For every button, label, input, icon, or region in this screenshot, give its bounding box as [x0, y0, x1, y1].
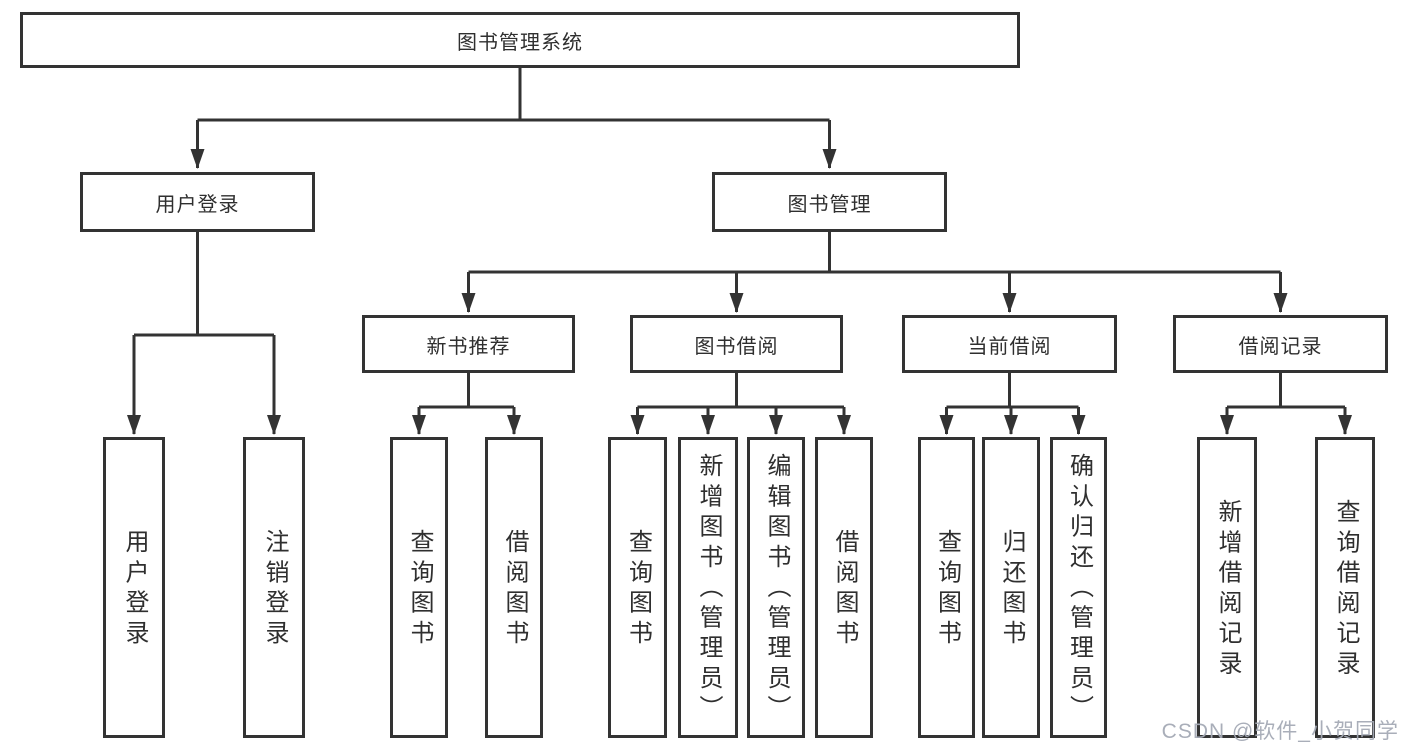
csdn-watermark: CSDN @软件_小贺同学 [1161, 720, 1399, 743]
leaf-add-borrow-record: 新增借阅记录 [1197, 437, 1257, 738]
node-current-borrowing: 当前借阅 [902, 315, 1117, 373]
node-book-borrowing: 图书借阅 [630, 315, 843, 373]
leaf-logout: 注销登录 [243, 437, 305, 738]
leaf-user-login: 用户登录 [103, 437, 165, 738]
leaf-borrow-books-recommend: 借阅图书 [485, 437, 543, 738]
leaf-query-books-current: 查询图书 [918, 437, 975, 738]
leaf-add-books-admin: 新增图书（管理员） [678, 437, 738, 738]
leaf-query-borrow-record: 查询借阅记录 [1315, 437, 1375, 738]
node-borrowing-records: 借阅记录 [1173, 315, 1388, 373]
node-new-book-recommend: 新书推荐 [362, 315, 575, 373]
node-book-management: 图书管理 [712, 172, 947, 232]
node-user-login: 用户登录 [80, 172, 315, 232]
leaf-query-books-borrowing: 查询图书 [608, 437, 667, 738]
leaf-edit-books-admin: 编辑图书（管理员） [747, 437, 805, 738]
leaf-borrow-books: 借阅图书 [815, 437, 873, 738]
leaf-query-books-recommend: 查询图书 [390, 437, 448, 738]
leaf-confirm-return-admin: 确认归还（管理员） [1050, 437, 1107, 738]
node-library-management-system: 图书管理系统 [20, 12, 1020, 68]
leaf-return-books: 归还图书 [982, 437, 1040, 738]
